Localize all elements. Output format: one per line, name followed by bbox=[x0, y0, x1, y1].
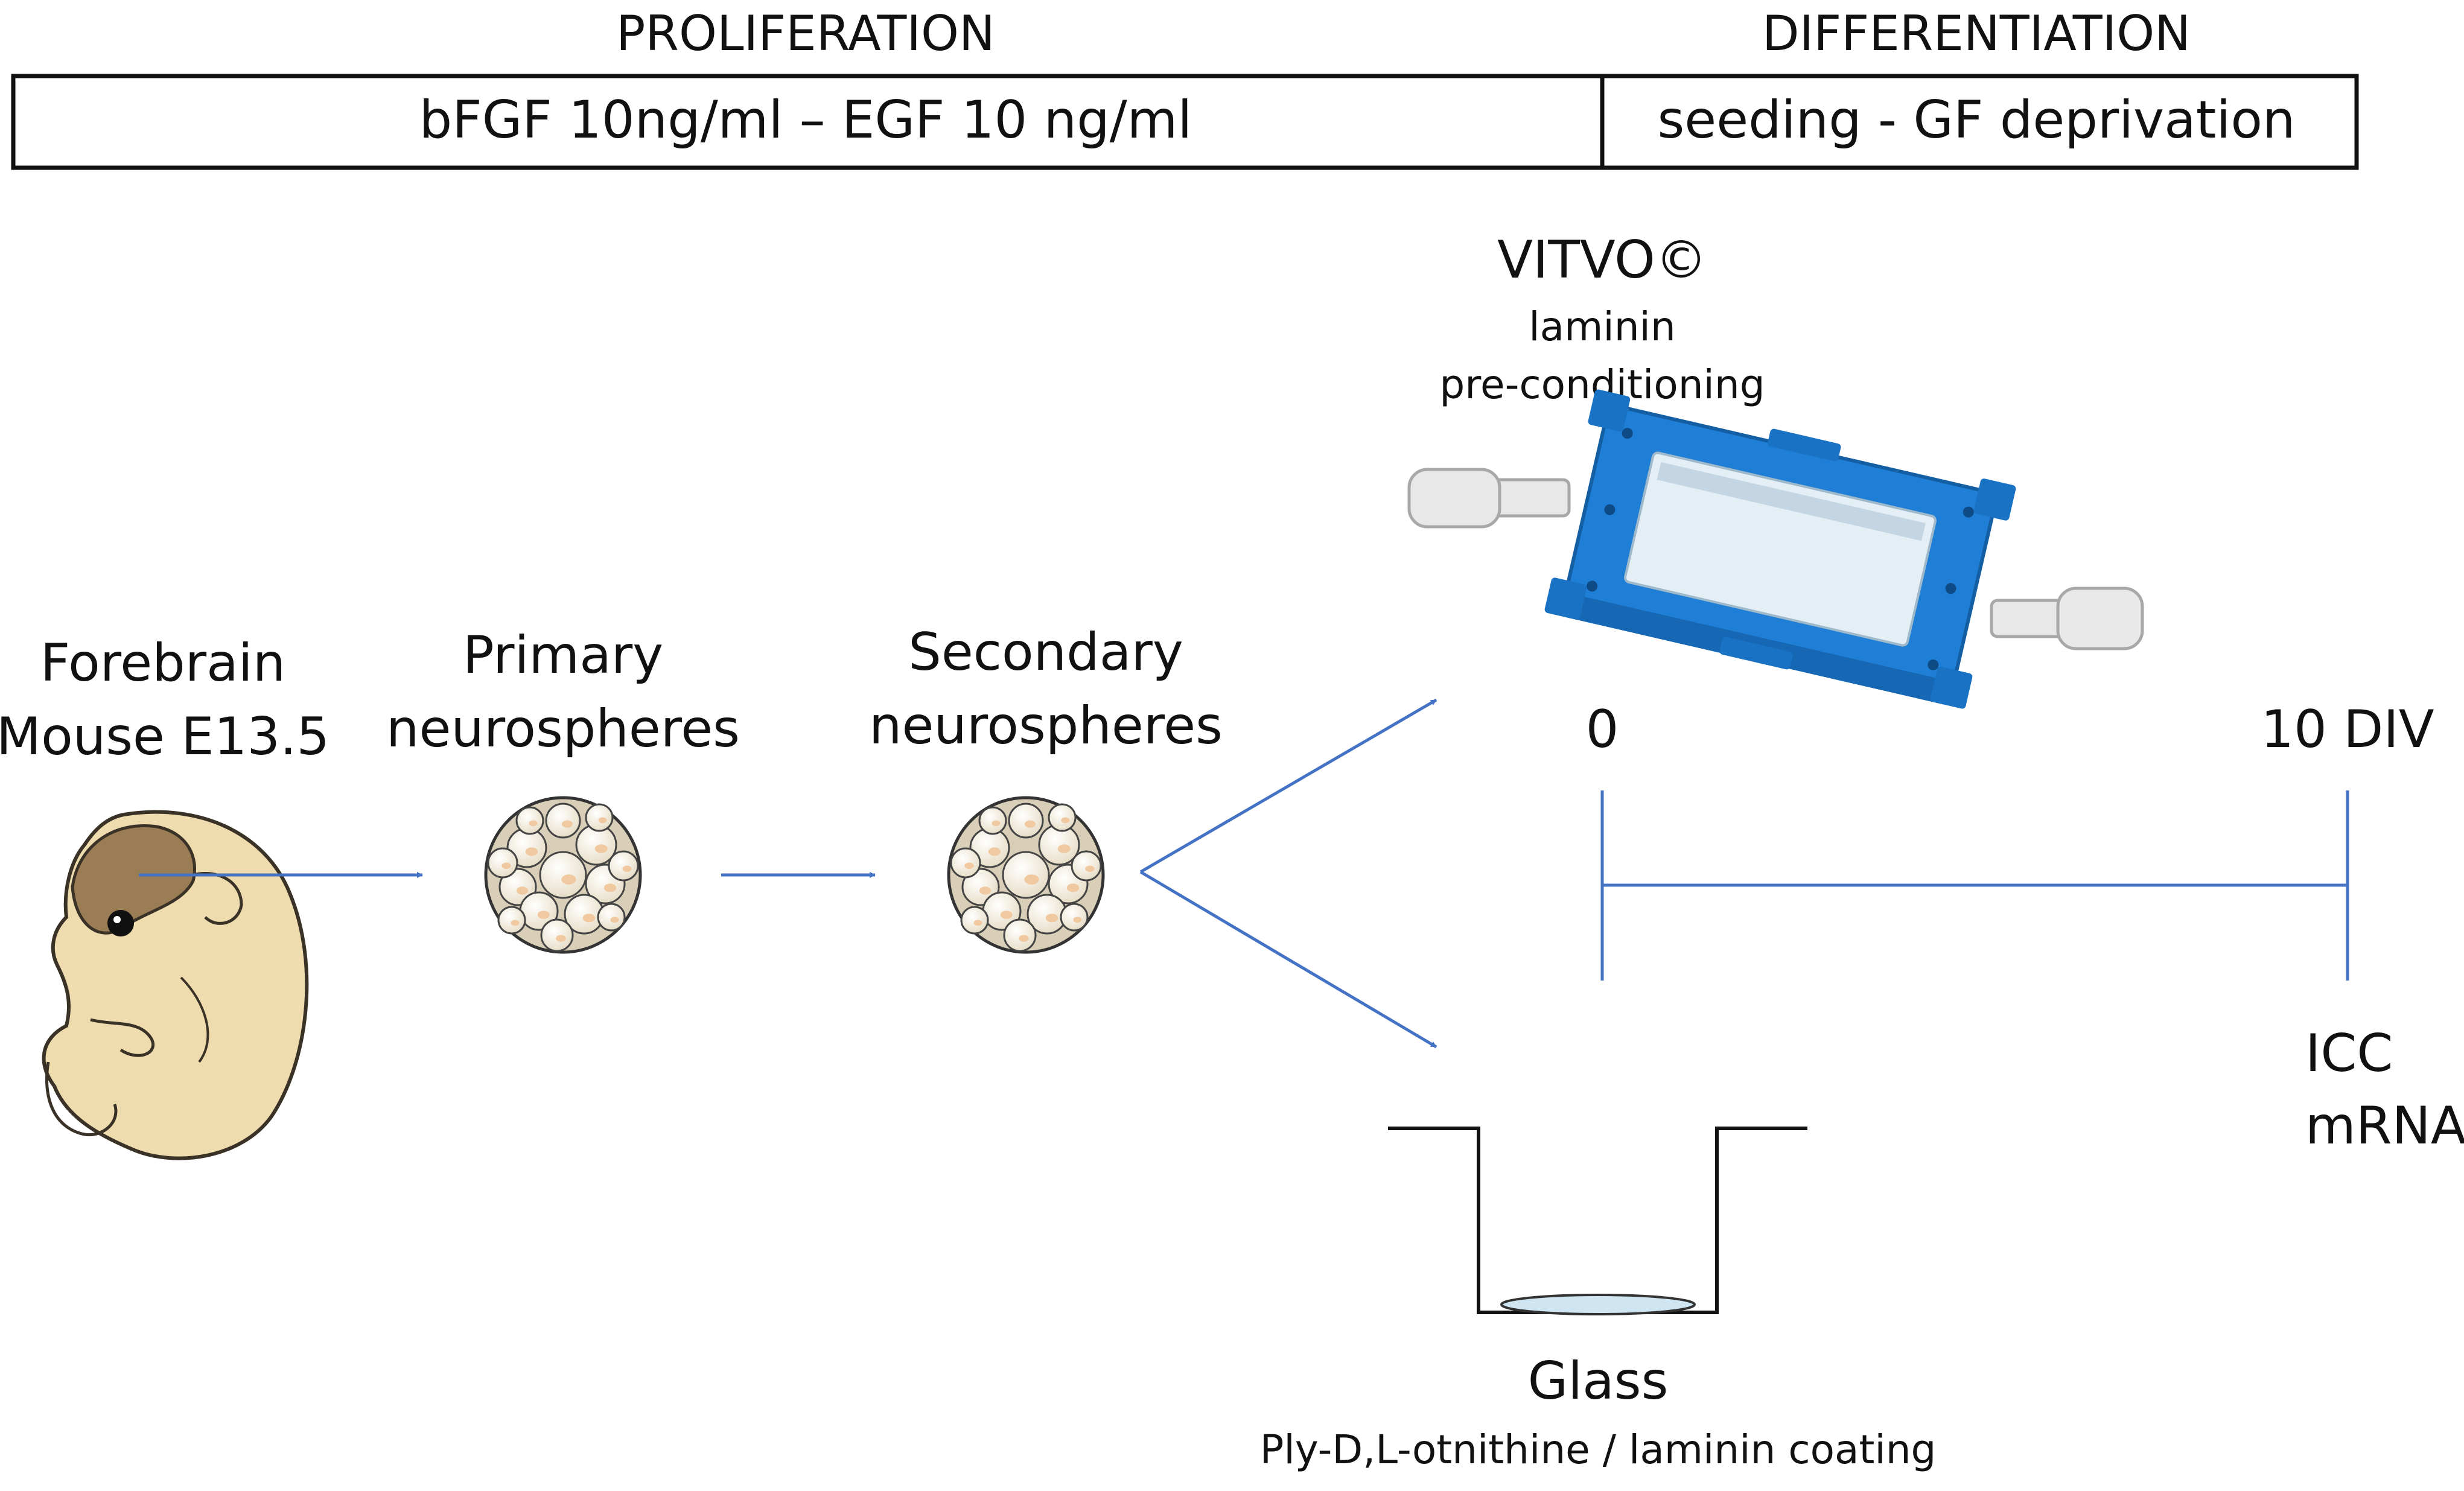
readout-mrna: mRNA bbox=[2305, 1096, 2464, 1156]
timeline-end-label: 10 DIV bbox=[2261, 699, 2434, 760]
differentiation-title: DIFFERENTIATION bbox=[1762, 5, 2191, 62]
secondary-line1: Secondary bbox=[908, 622, 1183, 682]
timeline-start-label: 0 bbox=[1586, 699, 1619, 760]
primary-line2: neurospheres bbox=[386, 699, 740, 759]
arrow-to-vitvo bbox=[1139, 698, 1437, 874]
glass-well-icon bbox=[1388, 1127, 1807, 1315]
arrow-to-glass bbox=[1139, 870, 1437, 1049]
mouse-embryo-icon bbox=[42, 810, 309, 1160]
source-line2: Mouse E13.5 bbox=[0, 707, 329, 767]
secondary-neurosphere-icon bbox=[947, 796, 1105, 954]
glass-title: Glass bbox=[1528, 1351, 1669, 1411]
proliferation-title: PROLIFERATION bbox=[616, 5, 995, 62]
differentiation-condition: seeding - GF deprivation bbox=[1657, 90, 2295, 150]
vitvo-device-icon bbox=[1407, 389, 2144, 709]
source-line1: Forebrain bbox=[40, 633, 285, 693]
secondary-line2: neurospheres bbox=[869, 696, 1223, 756]
vitvo-title: VITVO© bbox=[1497, 230, 1707, 290]
primary-neurosphere-icon bbox=[484, 796, 642, 954]
glass-subtitle: Ply-D,L-otnithine / laminin coating bbox=[1260, 1426, 1937, 1473]
proliferation-condition: bFGF 10ng/ml – EGF 10 ng/ml bbox=[419, 90, 1192, 150]
differentiation-box bbox=[1600, 74, 2359, 170]
vitvo-line1: laminin bbox=[1529, 304, 1675, 350]
readout-icc: ICC bbox=[2305, 1023, 2393, 1084]
primary-line1: Primary bbox=[463, 625, 663, 685]
